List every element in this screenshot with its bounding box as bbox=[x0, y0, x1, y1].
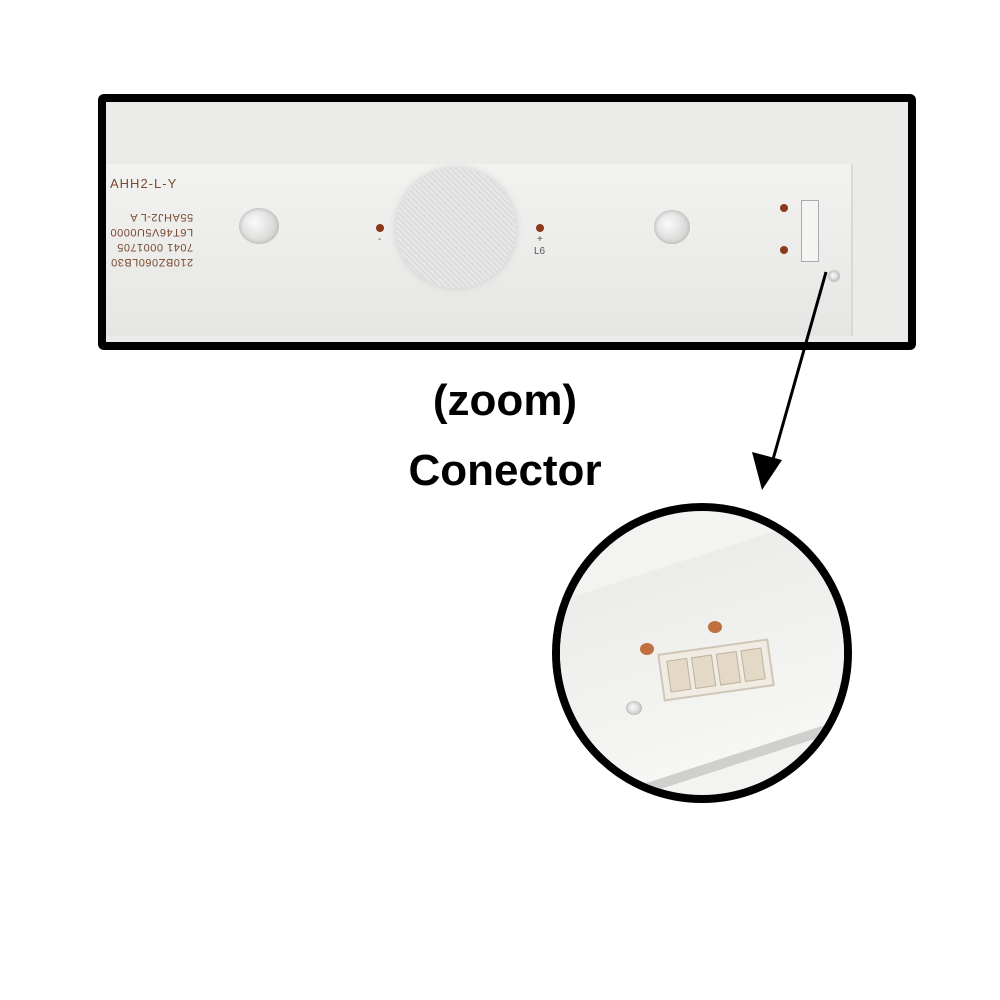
plus-label: + bbox=[537, 234, 543, 245]
solder-pad bbox=[780, 204, 788, 212]
strip-model-label: AHH2-L-Y bbox=[110, 176, 178, 191]
solder-pad bbox=[780, 246, 788, 254]
minus-label: - bbox=[378, 234, 382, 245]
solder-pad bbox=[708, 621, 722, 633]
caption-zoom: (zoom) bbox=[432, 376, 578, 425]
solder-pad bbox=[640, 643, 654, 655]
led-lens bbox=[396, 168, 516, 288]
caption-connector: Conector bbox=[408, 446, 602, 495]
mounting-hole bbox=[828, 270, 840, 282]
solder-pad bbox=[536, 224, 544, 232]
mounting-hole bbox=[654, 210, 690, 244]
mounting-hole bbox=[626, 701, 642, 715]
solder-pad bbox=[376, 224, 384, 232]
led-label: L6 bbox=[534, 246, 546, 257]
led-strip: AHH2-L-Y 210BZ060LB30 7041 0001705 L6T46… bbox=[106, 164, 853, 336]
led-strip-photo-frame: AHH2-L-Y 210BZ060LB30 7041 0001705 L6T46… bbox=[98, 94, 916, 350]
mounting-hole bbox=[239, 208, 279, 244]
connector-zoom-circle bbox=[552, 503, 852, 803]
connector bbox=[801, 200, 819, 262]
